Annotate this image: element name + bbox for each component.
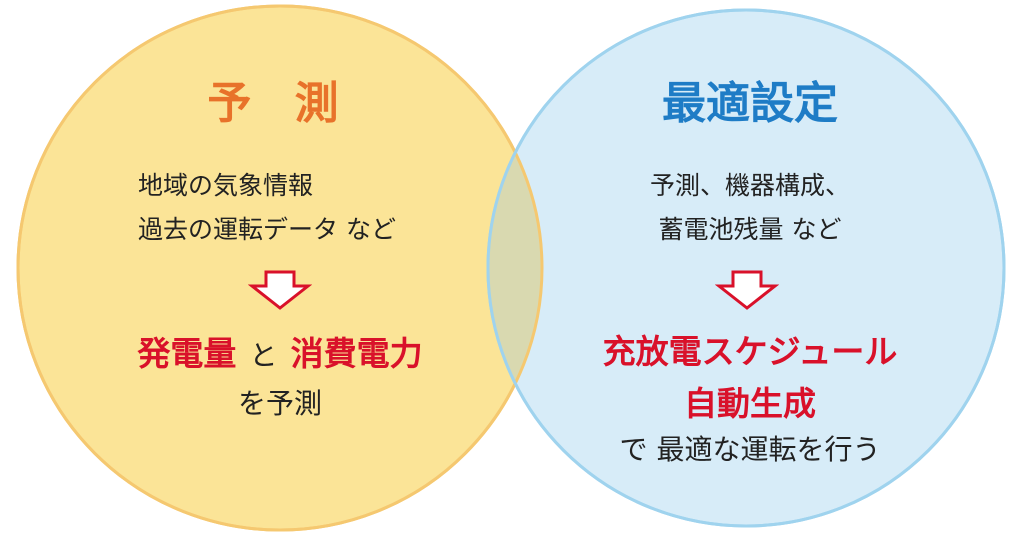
left-input-line-2: 過去の運転データ など	[138, 215, 396, 244]
right-result-line-1: 充放電スケジュール	[602, 332, 898, 371]
left-title: 予 測	[207, 78, 353, 129]
left-input-line-1: 地域の気象情報	[138, 171, 314, 200]
left-down-arrow-icon	[245, 270, 315, 310]
left-result-connector: と	[249, 339, 278, 372]
right-input-line-2: 蓄電池残量 など	[658, 215, 842, 244]
right-result-suffix: で 最適な運転を行う	[619, 433, 881, 466]
right-circle-outline	[486, 8, 1006, 528]
right-down-arrow-icon	[712, 270, 782, 310]
right-input-line-1: 予測、機器構成、	[649, 171, 850, 200]
left-result-line: 発電量 と 消費電力	[100, 327, 460, 375]
right-title: 最適設定	[662, 78, 838, 129]
left-circle-outline	[16, 4, 544, 532]
left-result-suffix: を予測	[237, 387, 322, 420]
right-result-line-2: 自動生成	[684, 384, 816, 423]
left-result-consumption: 消費電力	[290, 334, 423, 373]
left-result-generation: 発電量	[137, 334, 237, 373]
